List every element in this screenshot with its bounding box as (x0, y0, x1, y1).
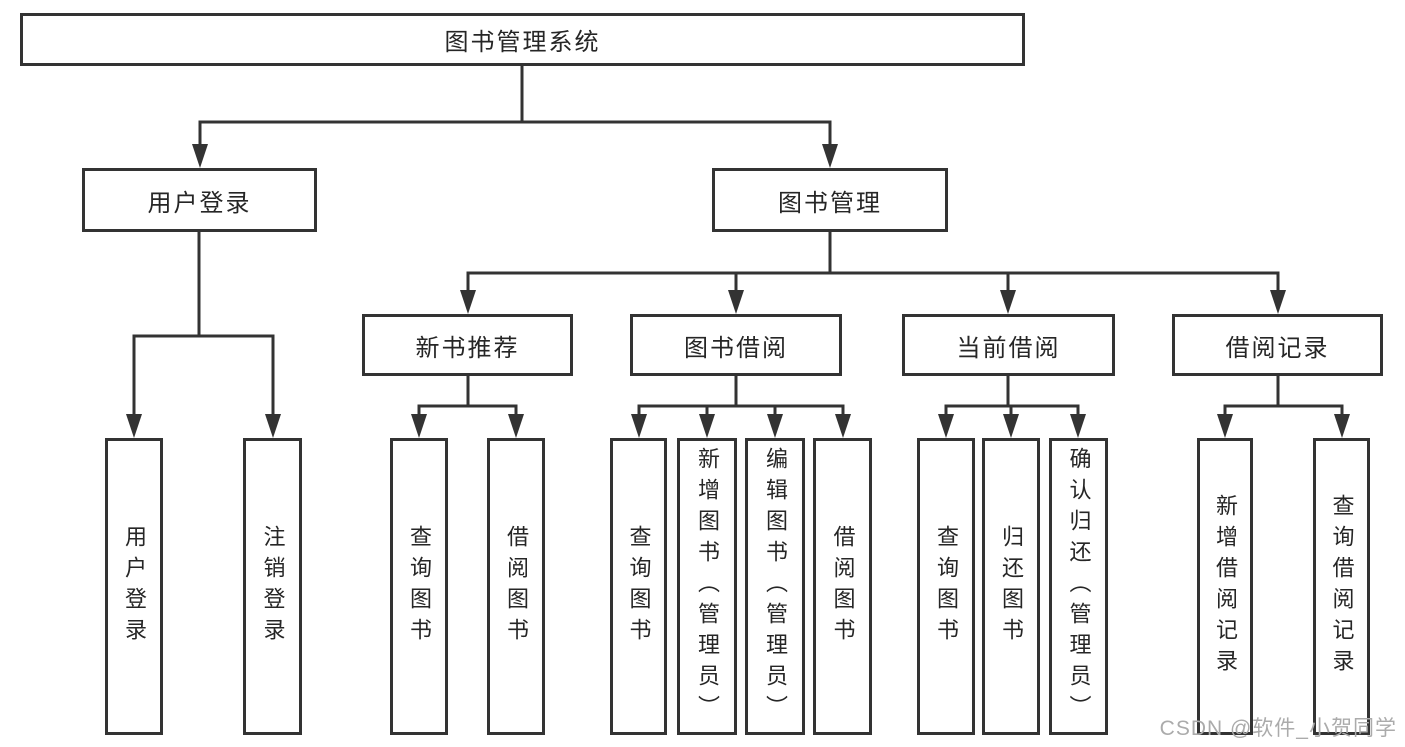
node-book-borrow: 图书借阅 (630, 314, 842, 376)
leaf-add-borrow-record: 新增借阅记录 (1197, 438, 1253, 735)
leaf-logout: 注销登录 (243, 438, 302, 735)
leaf-return-books: 归还图书 (982, 438, 1040, 735)
leaf-query-borrow-record: 查询借阅记录 (1313, 438, 1370, 735)
leaf-confirm-return-admin: 确认归还（管理员） (1049, 438, 1108, 735)
leaf-query-books-current: 查询图书 (917, 438, 975, 735)
node-user-login: 用户登录 (82, 168, 317, 232)
leaf-borrow-books: 借阅图书 (813, 438, 872, 735)
watermark: CSDN @软件_小贺同学 (1159, 717, 1397, 740)
node-book-management: 图书管理 (712, 168, 948, 232)
node-new-book-recommend: 新书推荐 (362, 314, 573, 376)
leaf-query-books-recommend: 查询图书 (390, 438, 448, 735)
node-root: 图书管理系统 (20, 13, 1025, 66)
node-current-borrow: 当前借阅 (902, 314, 1115, 376)
leaf-add-book-admin: 新增图书（管理员） (677, 438, 737, 735)
leaf-query-books-borrow: 查询图书 (610, 438, 667, 735)
node-borrow-records: 借阅记录 (1172, 314, 1383, 376)
leaf-edit-book-admin: 编辑图书（管理员） (745, 438, 805, 735)
leaf-borrow-books-recommend: 借阅图书 (487, 438, 545, 735)
leaf-user-login: 用户登录 (105, 438, 163, 735)
